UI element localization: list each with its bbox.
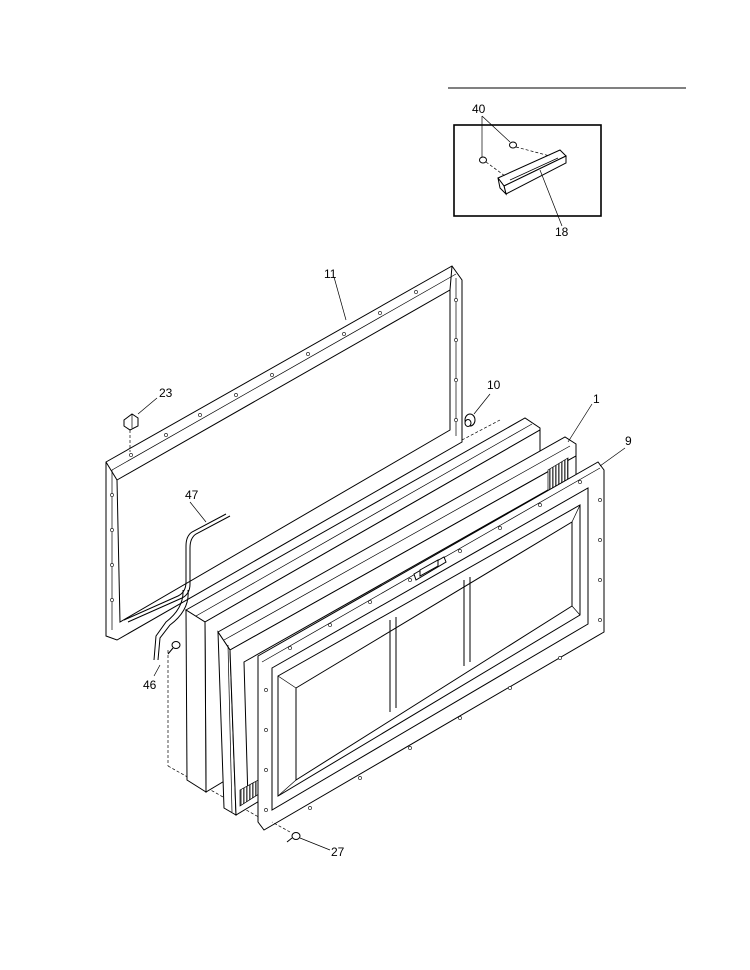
callout-9: 9 xyxy=(625,434,632,448)
gasket-holes xyxy=(110,290,458,602)
callout-47: 47 xyxy=(185,488,199,502)
part-18-handle xyxy=(497,149,567,196)
part-10-bumper xyxy=(464,393,491,427)
callout-27: 27 xyxy=(331,845,345,859)
part-40-screws xyxy=(479,141,551,177)
callout-23: 23 xyxy=(159,386,173,400)
callout-10: 10 xyxy=(487,378,501,392)
part-9-outer-frame xyxy=(257,461,605,831)
frame-holes xyxy=(264,480,602,812)
callout-1: 1 xyxy=(593,392,600,406)
callout-11: 11 xyxy=(324,267,337,281)
callout-46: 46 xyxy=(143,678,157,692)
callout-18: 18 xyxy=(555,225,569,239)
part-23-clip xyxy=(123,397,158,452)
part-46-screw xyxy=(153,641,181,677)
part-11-gasket xyxy=(105,265,463,641)
assembly-guides xyxy=(167,419,501,821)
part-27-screw xyxy=(271,821,331,851)
inset-frame xyxy=(453,124,602,217)
callout-40: 40 xyxy=(472,102,486,116)
part-47-heater-wire xyxy=(123,501,231,661)
inset-detail xyxy=(453,115,602,227)
